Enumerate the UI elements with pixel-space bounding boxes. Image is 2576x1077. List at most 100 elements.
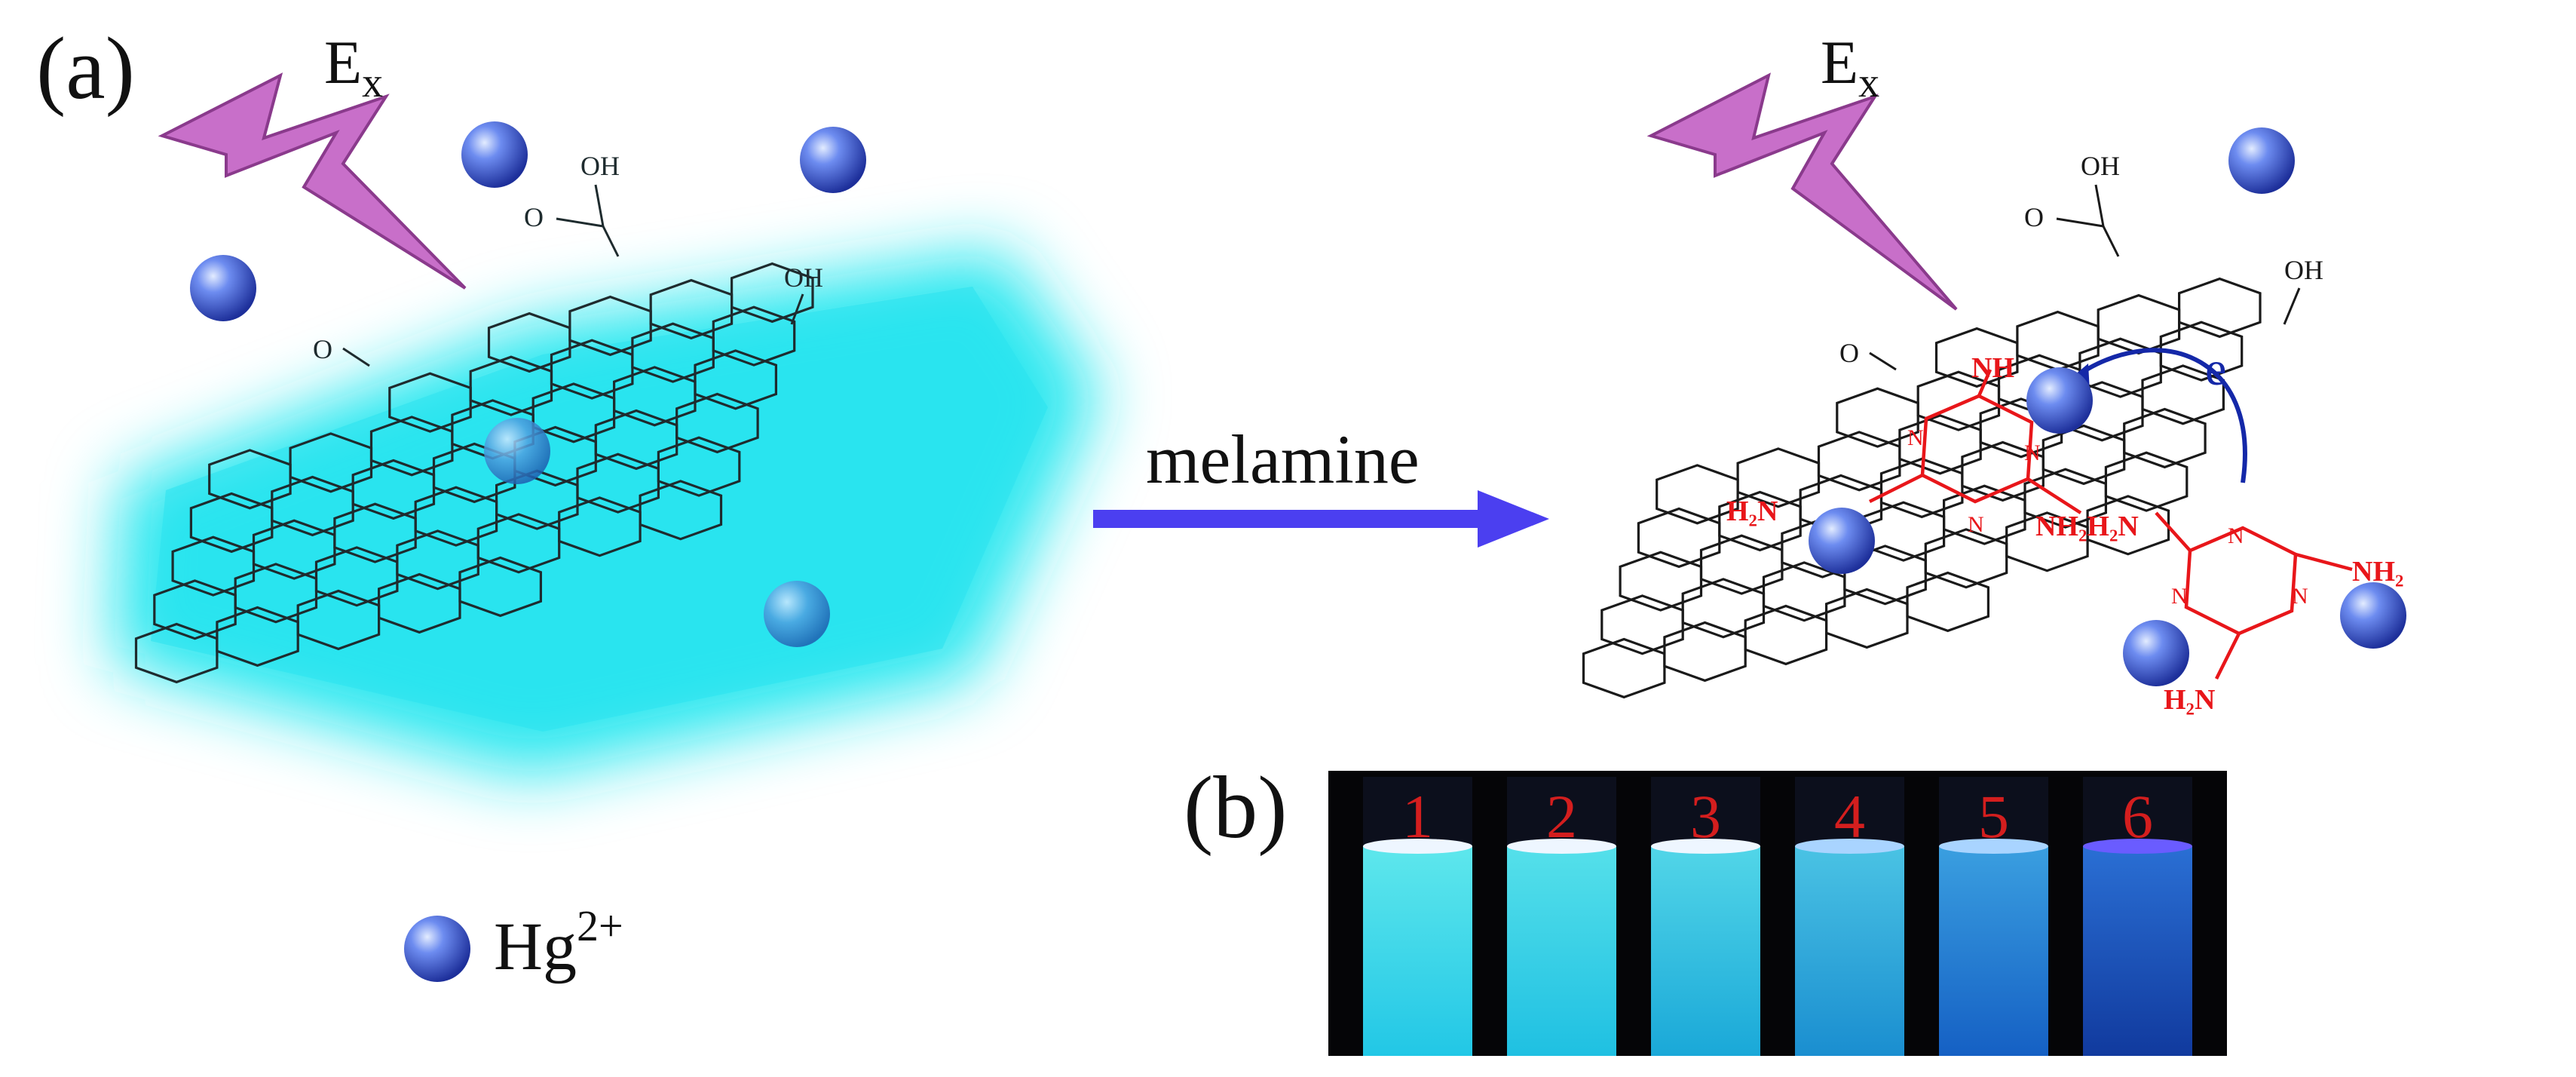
tube-2-meniscus [1507, 839, 1616, 854]
graphene-hexagon [1916, 370, 2001, 431]
graphene-hexagon [1736, 447, 1821, 508]
ketone-label: O [313, 334, 332, 364]
tube-number-label: 1 [1402, 782, 1433, 851]
excitation-bolt-icon [1646, 72, 1958, 311]
graphene-hexagon [189, 492, 274, 554]
graphene-hexagon [1656, 464, 1739, 525]
arrow-head-icon [1478, 490, 1549, 548]
graphene-hexagon [2016, 310, 2100, 372]
graphene-hexagon [432, 442, 516, 504]
reaction-arrow: melamine [1093, 421, 1549, 548]
hg-ion [1809, 508, 1875, 574]
panel-b-label: (b) [1184, 758, 1288, 857]
graphene-hexagon [576, 453, 660, 514]
graphene-hexagon [314, 546, 399, 607]
melamine-label: N [2292, 584, 2308, 609]
excitation-bolt-icon [158, 72, 467, 290]
electron-arrow-curve [2068, 348, 2247, 483]
graphene-hexagon [1799, 474, 1883, 535]
graphene-hexagon [296, 589, 381, 651]
melamine-ring-1 [1920, 394, 2034, 504]
tube-number-label: 2 [1546, 782, 1577, 851]
tube-4-liquid [1795, 846, 1904, 1056]
panel-a-label: (a) [36, 19, 135, 118]
graphene-hexagon [469, 355, 553, 416]
graphene-hexagon [1663, 621, 1747, 683]
graphene-hexagon [396, 529, 479, 591]
hg-ion [2228, 127, 2295, 194]
graphene-hexagon [558, 496, 642, 557]
tube-4-headspace [1795, 777, 1904, 846]
graphene-hexagon [1582, 637, 1666, 699]
graphene-hexagon [2141, 364, 2225, 425]
hg-ion [2123, 620, 2189, 686]
graphene-hexagon [378, 572, 461, 634]
graphene-hexagon [1681, 578, 1766, 639]
graphene-hexagon [1961, 440, 2045, 502]
hg-ion [190, 255, 256, 321]
hg-ion [461, 121, 528, 188]
excitation-label: Ex [324, 28, 383, 106]
melamine-label: N [1968, 512, 1984, 537]
graphene-hexagon [2123, 407, 2207, 469]
tube-3-liquid [1651, 846, 1760, 1056]
tube-1-liquid [1363, 846, 1472, 1056]
excitation-label: Ex [1821, 28, 1879, 106]
graphene-hexagon [675, 392, 759, 454]
graphene-sheet-right [1582, 277, 2262, 699]
graphene-hexagon [730, 262, 814, 324]
graphene-hexagon [649, 278, 734, 340]
graphene-hexagon [2159, 321, 2244, 382]
graphene-hexagon [1934, 327, 2019, 388]
graphene-hexagon [1924, 528, 2008, 589]
graphene-hexagon [550, 339, 634, 400]
tube-4-meniscus [1795, 839, 1904, 854]
graphene-hexagon [639, 480, 723, 541]
tube-5-liquid [1939, 846, 2048, 1056]
graphene-hexagon [1699, 534, 1784, 595]
graphene-hexagon [2104, 451, 2189, 512]
graphene-hexagon [657, 436, 741, 497]
graphene-hexagon [153, 579, 237, 640]
graphene-hexagon [2086, 495, 2170, 556]
graphene-hexagon [1718, 490, 1802, 552]
graphene-hexagon [369, 416, 454, 477]
hg-legend-icon [404, 916, 470, 982]
carboxyl-o-label: O [2024, 202, 2044, 232]
graphene-hexagon [458, 556, 543, 618]
graphene-hexagon [1979, 397, 2063, 459]
graphene-hexagon [631, 322, 715, 383]
tube-1-headspace [1363, 777, 1472, 846]
graphene-hexagon [1600, 594, 1684, 655]
graphene-hexagon [1898, 414, 1982, 475]
graphene-hexagon [568, 295, 652, 357]
graphene-hexagon [1825, 588, 1909, 649]
graphene-hexagon [1817, 431, 1901, 492]
tube-1-meniscus [1363, 839, 1472, 854]
graphene-hexagon [476, 513, 561, 574]
tube-number-label: 3 [1690, 782, 1721, 851]
graphene-hexagon [694, 349, 778, 410]
tube-5-meniscus [1939, 839, 2048, 854]
graphene-hexagon [2023, 468, 2107, 529]
graphene-hexagon [1836, 387, 1919, 448]
ketone-label: O [1839, 338, 1859, 368]
tube-2-headspace [1507, 777, 1616, 846]
hg-ion [764, 581, 830, 647]
graphene-hexagon [2042, 424, 2126, 486]
tube-6-headspace [2083, 777, 2192, 846]
tube-photo-background [1328, 771, 2227, 1056]
graphene-hexagon [1843, 545, 1927, 606]
hydroxyl-label: OH [784, 262, 823, 293]
graphene-hexagon [271, 475, 354, 537]
graphene-hexagon [1762, 561, 1846, 622]
graphene-hexagon [252, 519, 336, 580]
graphene-hexagon [333, 502, 417, 563]
graphene-hexagon [594, 409, 678, 471]
tube-number-label: 6 [2122, 782, 2153, 851]
tube-5-headspace [1939, 777, 2048, 846]
melamine-label: H₂N [1726, 496, 1778, 527]
hg-ion [484, 418, 550, 484]
